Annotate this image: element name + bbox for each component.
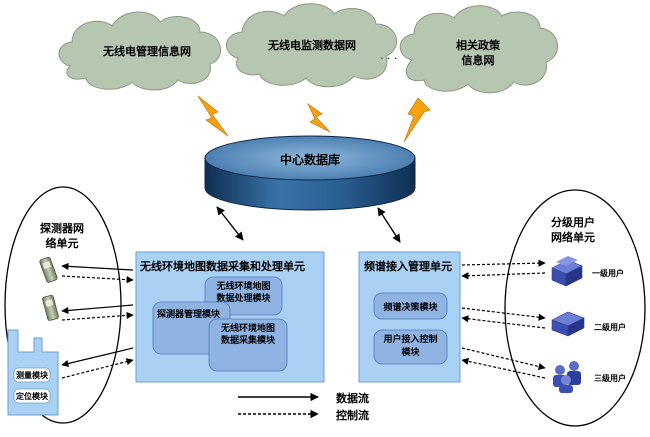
cloud-label-line1: 无线电管理信息网 (103, 45, 191, 58)
lightning-icon (197, 95, 229, 137)
central-database-cylinder (204, 135, 416, 211)
collection-processing-unit-title: 无线环境地图数据采集和处理单元 (140, 260, 305, 273)
cloud-label-policy: 相关政策 信息网 (428, 38, 528, 68)
module-user-access-control (373, 329, 448, 365)
module-label-line1: 无线环境地图 (216, 282, 271, 292)
db-link-left (216, 206, 244, 241)
user-network-title: 分级用户 网络单元 (533, 215, 613, 245)
cloud-radio-management-net (58, 11, 221, 91)
cloud-label-line1: 无线电监测数据网 (268, 39, 356, 52)
left-flow-arrows (61, 262, 134, 379)
module-data-collection-label: 无线环境地图 数据采集模块 (209, 323, 287, 347)
lightning-icon (306, 102, 331, 133)
cloud-label-line2: 信息网 (461, 54, 495, 67)
measurement-module-label: 测量模块 (16, 371, 48, 380)
module-label-line2: 数据采集模块 (220, 336, 275, 346)
spectrum-access-unit-title: 频谱接入管理单元 (364, 260, 452, 273)
cloud-radio-monitoring-net (226, 3, 397, 88)
database-label: 中心数据库 (279, 153, 340, 167)
lightning-icon (403, 97, 431, 143)
module-label-line1: 无线环境地图 (220, 324, 275, 334)
cloud-label-radio-monitoring: 无线电监测数据网 (252, 38, 372, 53)
module-data-processing-label: 无线环境地图 数据处理模块 (205, 281, 282, 305)
detector-device-1 (39, 256, 58, 283)
module-detector-management-label: 探测器管理模块 (157, 310, 221, 320)
secondary-user-building-icon (551, 311, 585, 337)
legend-data-flow-label: 数据流 (336, 392, 369, 405)
cloud-label-radio-management: 无线电管理信息网 (92, 44, 202, 59)
module-label-line1: 用户接入控制 (383, 335, 438, 345)
primary-user-label: 一级用户 (592, 269, 624, 278)
detector-device-2 (42, 294, 59, 321)
cloud-policy-info-net (399, 5, 558, 94)
right-flow-arrows (461, 259, 546, 379)
module-user-access-control-label: 用户接入控制 模块 (374, 334, 447, 360)
detector-network-title-line1: 探测器网 (40, 222, 84, 235)
module-data-collection (208, 318, 288, 372)
positioning-module-label: 定位模块 (16, 392, 48, 401)
user-network-title-line1: 分级用户 (551, 216, 595, 229)
user-network-title-line2: 网络单元 (551, 231, 595, 244)
legend-control-flow-label: 控制流 (336, 409, 369, 422)
cloud-ellipsis: · · · (380, 52, 398, 65)
cloud-label-line1: 相关政策 (456, 39, 500, 52)
module-label-line2: 模块 (401, 348, 420, 358)
module-spectrum-decision-label: 频谱决策模块 (383, 303, 438, 313)
tertiary-user-group-icon (553, 361, 581, 393)
tertiary-user-label: 三级用户 (594, 374, 626, 383)
secondary-user-label: 二级用户 (594, 323, 626, 332)
module-spectrum-decision (373, 292, 448, 320)
detector-device-3 (7, 329, 59, 416)
detector-network-title-line2: 络单元 (45, 237, 79, 250)
module-label-line2: 数据处理模块 (216, 294, 271, 304)
db-link-right (377, 207, 401, 243)
primary-user-building-icon (551, 256, 583, 287)
detector-network-title: 探测器网 络单元 (22, 221, 102, 251)
